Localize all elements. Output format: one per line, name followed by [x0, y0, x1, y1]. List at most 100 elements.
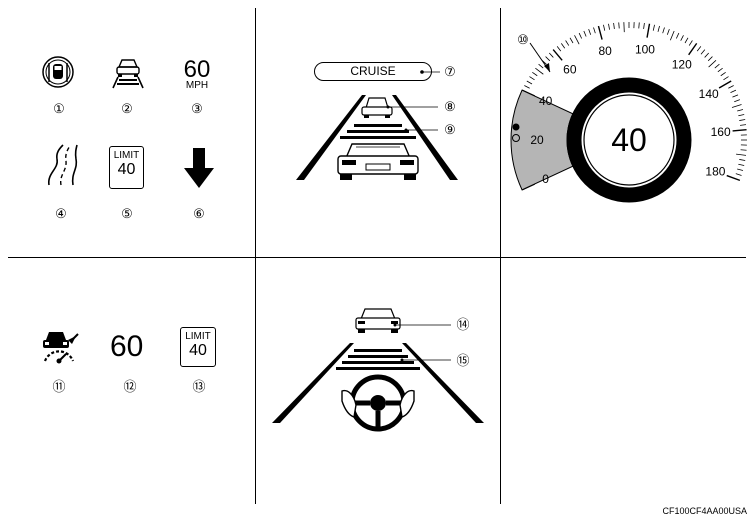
speedometer-tick: [552, 49, 563, 61]
speedometer-tick: [731, 104, 742, 108]
callout-1: ①: [53, 101, 65, 116]
speedometer-tick: [704, 52, 710, 58]
speedometer-tick: [707, 56, 713, 62]
speedometer-tick: [560, 43, 566, 49]
divider-vertical-2: [500, 8, 501, 504]
speed-limit-value-2: 40: [189, 342, 207, 359]
speedometer-tick-label: 120: [672, 58, 692, 72]
speed-value: 60: [183, 56, 211, 83]
speedometer-tick: [680, 35, 684, 41]
curved-road-icon: [48, 144, 78, 186]
down-arrow-icon: [184, 148, 214, 188]
speedometer-tick: [696, 46, 702, 52]
callout-4: ④: [55, 206, 67, 221]
speedometer-tick: [652, 24, 655, 31]
speed-unit: MPH: [185, 80, 209, 91]
speedometer-tick: [574, 35, 580, 45]
speedometer-tick: [613, 22, 615, 30]
divider-horizontal: [8, 257, 746, 258]
callout-13: ⑬: [192, 379, 206, 394]
lead-vehicle-icon-2: [355, 308, 401, 333]
callout-14: ⑭: [456, 317, 470, 332]
speedometer-tick-label: 100: [635, 42, 655, 56]
speedometer-tick: [734, 99, 741, 103]
speedometer-tick: [688, 42, 698, 56]
panel5-scene: [272, 308, 484, 432]
steering-wheel-icon: [341, 374, 415, 432]
speedometer-tick-label: 60: [563, 63, 577, 77]
speedometer-tick: [717, 67, 723, 73]
speedometer-tick: [675, 32, 680, 39]
speedometer-tick: [529, 76, 535, 81]
speedometer-tick: [728, 85, 734, 89]
callout-11: ⑪: [52, 379, 66, 394]
speedometer-tick: [732, 94, 739, 98]
speedometer-tick: [739, 119, 746, 121]
speedometer-tick-label: 40: [539, 94, 553, 108]
speedometer-tick: [669, 30, 675, 41]
callout-15: ⑮: [456, 353, 470, 368]
set-speed-value: 60: [110, 330, 144, 363]
speedometer-tick: [524, 85, 530, 89]
callout-8: ⑧: [444, 99, 456, 114]
speedometer-tick: [738, 163, 745, 166]
speedometer-tick: [708, 59, 717, 68]
speedometer-tick: [737, 109, 744, 112]
speedometer-tick: [738, 114, 745, 117]
speedometer-tick-label: 0: [542, 172, 549, 186]
speedometer-tick: [532, 71, 538, 77]
callout-6: ⑥: [193, 206, 205, 221]
speedometer-tick: [684, 37, 689, 44]
speedometer-tick: [538, 63, 544, 69]
speedometer-tick: [643, 22, 645, 30]
callout-2: ②: [121, 101, 133, 116]
speedometer-tick: [739, 124, 747, 126]
speedometer-tick: [638, 22, 640, 29]
callout-5: ⑤: [121, 206, 133, 221]
speedometer-tick: [526, 80, 533, 85]
speedometer-tick: [739, 159, 746, 161]
speedometer-tick: [588, 28, 592, 35]
speedometer-tick: [718, 80, 732, 89]
speedometer-tick: [720, 71, 726, 77]
speed-limit-sign-2: LIMIT 40: [180, 327, 216, 367]
distance-bars: [340, 124, 416, 139]
speedometer-tick-label: 140: [699, 87, 719, 101]
callout-9: ⑨: [444, 122, 456, 137]
speedometer-tick: [593, 27, 596, 34]
callout-7: ⑦: [444, 64, 456, 79]
speedometer-tick: [597, 25, 603, 40]
speed-limit-value: 40: [117, 161, 136, 178]
speedometer-tick-label: 180: [705, 164, 725, 178]
speedometer-tick: [565, 40, 570, 46]
speedometer-tick: [646, 23, 651, 38]
speedometer-tick: [583, 30, 587, 37]
callout-10: ⑩: [517, 32, 529, 47]
own-vehicle-icon: [337, 143, 419, 180]
speed-limit-sign: LIMIT 40: [109, 146, 144, 189]
speedometer-tick: [740, 149, 747, 151]
speedometer-tick-label: 20: [530, 133, 544, 147]
speedometer-tick: [723, 76, 729, 81]
lead-vehicle-icon: [361, 97, 393, 118]
speedometer-tick: [700, 49, 706, 55]
figure-code: CF100CF4AA00USA: [662, 506, 747, 516]
speedometer-tick: [730, 89, 737, 94]
speedometer-tick: [666, 28, 670, 35]
speedometer-tick: [548, 52, 554, 58]
speedometer-tick: [737, 168, 744, 171]
speed-sign-assist-icon: [43, 332, 79, 364]
speedometer-tick: [735, 173, 742, 176]
callout-12: ⑫: [123, 379, 137, 394]
speedometer-tick-label: 80: [599, 44, 613, 58]
speedometer-tick: [714, 63, 720, 69]
lane-assist-steering-icon: [42, 56, 74, 88]
speedometer-tick: [657, 25, 660, 32]
speedometer-tick: [556, 46, 562, 52]
speedometer-tick: [736, 153, 747, 156]
cruise-label: CRUISE: [350, 64, 396, 78]
speedometer-tick: [608, 23, 610, 30]
speedometer-tick: [535, 67, 544, 75]
